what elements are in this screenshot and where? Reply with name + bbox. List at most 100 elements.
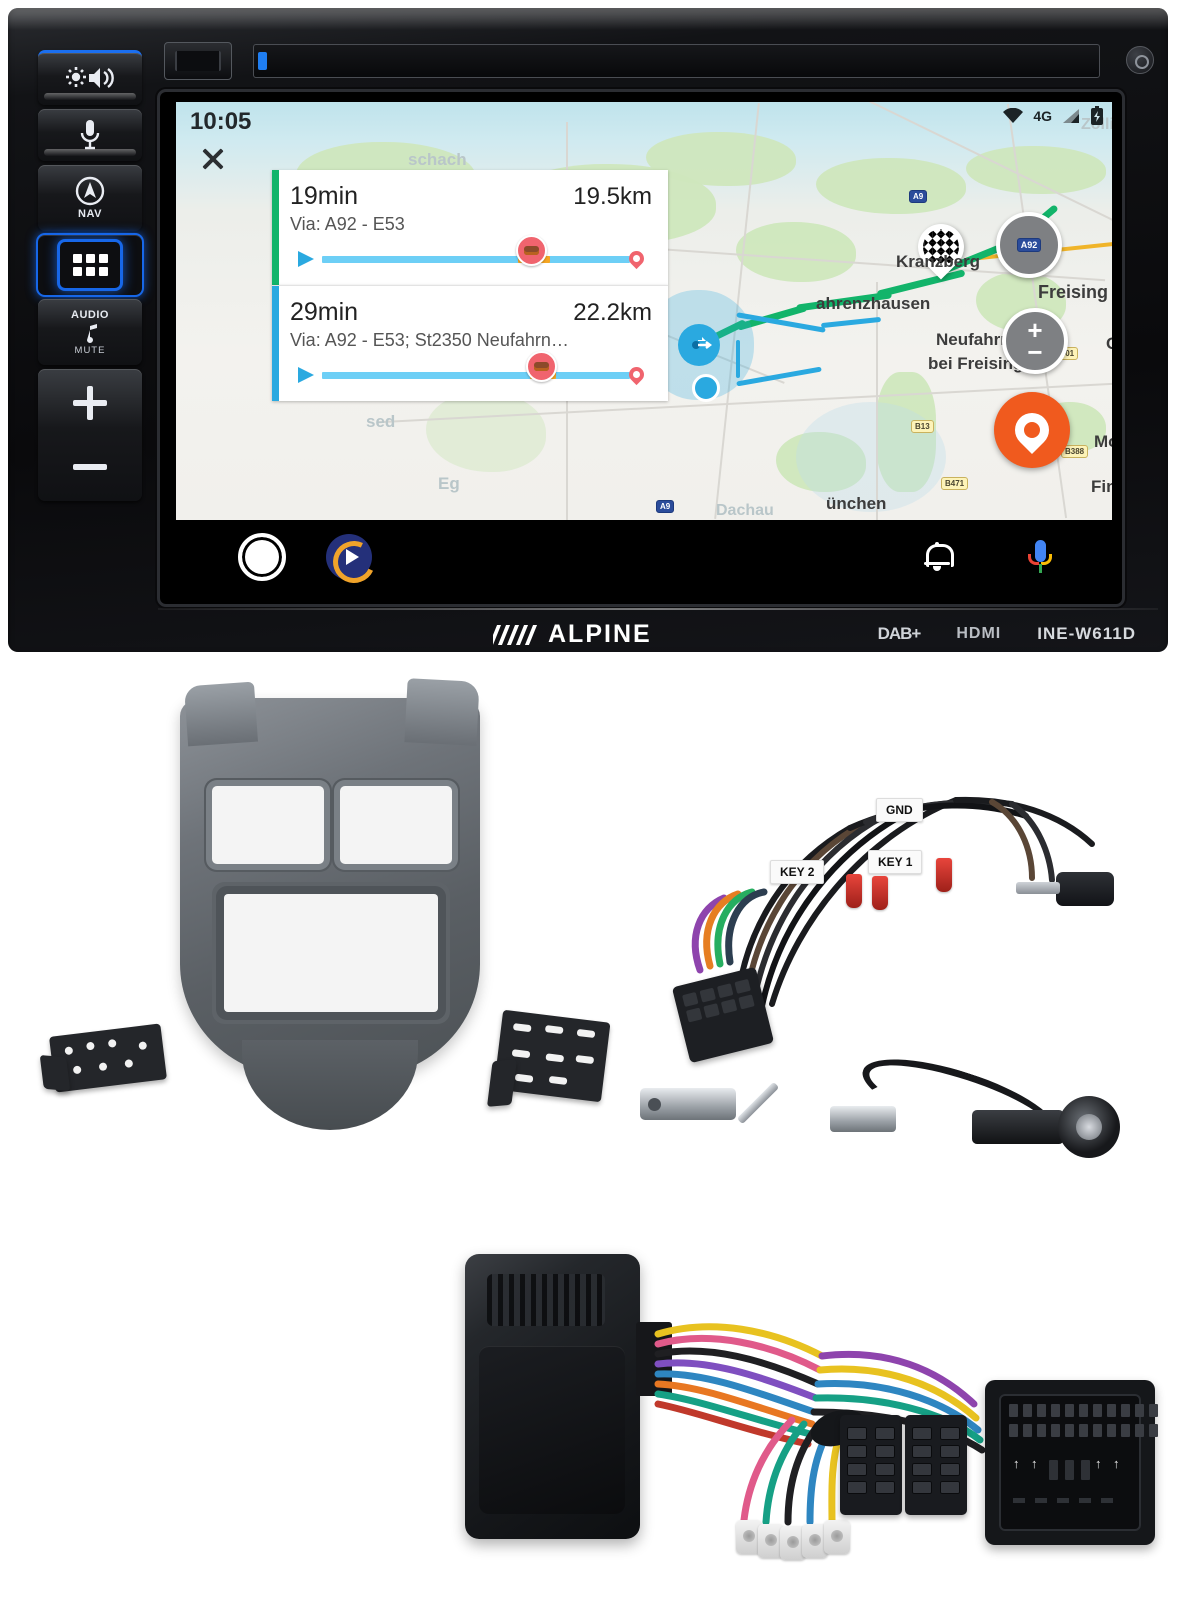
bare-wire-end-4: [802, 1524, 828, 1558]
bullet-connector-3: [936, 858, 952, 892]
fascia-vent-opening-left: [212, 786, 324, 864]
map-place-label: Eg: [438, 474, 460, 493]
road-shield-button[interactable]: A92: [996, 212, 1062, 278]
nav-button[interactable]: NAV: [38, 165, 142, 231]
app-play-triangle: [346, 549, 359, 565]
google-assistant-mic-icon[interactable]: [1028, 540, 1052, 574]
fascia-vent-opening-right: [340, 786, 452, 864]
bell-icon[interactable]: [924, 542, 954, 572]
music-note-icon: [87, 323, 97, 343]
location-pin-icon: [1007, 405, 1057, 455]
route-traffic-bar: [290, 351, 652, 387]
volume-up-icon[interactable]: [73, 386, 107, 420]
close-icon[interactable]: [200, 146, 226, 172]
map-place-label: sed: [366, 412, 396, 431]
quadlock-connector: ↑ ↑ ↑ ↑: [985, 1380, 1158, 1545]
bezel-gloss: [8, 8, 1168, 30]
map-road-shield: B471: [941, 477, 969, 490]
apps-grid-button[interactable]: [38, 235, 142, 295]
route-option-1[interactable]: 19min 19.5km Via: A92 - E53: [272, 170, 668, 285]
route-end-pin: [625, 247, 648, 270]
model-number-label: INE-W611D: [1037, 624, 1136, 643]
zoom-out-button[interactable]: −: [1027, 337, 1043, 367]
alpine-slashes-icon: [493, 624, 545, 645]
3-5mm-angled-jack: [1016, 866, 1114, 912]
eject-button[interactable]: [1126, 46, 1154, 74]
iso-power-connector: [840, 1415, 902, 1515]
microphone-icon: [80, 120, 100, 150]
volume-button[interactable]: [38, 369, 142, 501]
clock: 10:05: [190, 108, 252, 135]
traffic-incident-marker: [526, 351, 557, 382]
bezel-highlight-line: [158, 608, 1158, 610]
route-accent-bar: [272, 170, 279, 285]
route-distance: 19.5km: [573, 183, 652, 210]
key-gloss: [44, 149, 136, 156]
bullet-connector-2: [872, 876, 888, 910]
bullet-connector-1: [846, 874, 862, 908]
alpine-wordmark: ALPINE: [548, 620, 652, 648]
bare-wire-end-3: [780, 1526, 806, 1560]
display-audio-settings-button[interactable]: [38, 50, 142, 105]
map-road-shield: B388: [1061, 445, 1089, 458]
route-start-arrow: [298, 251, 314, 267]
map-place-label: Oberding: [1106, 334, 1112, 354]
steering-wheel-control-interface: [465, 1254, 640, 1539]
interface-face: [479, 1346, 625, 1514]
voice-mic-button[interactable]: [38, 109, 142, 161]
locate-button[interactable]: [994, 392, 1070, 468]
direction-arrow-icon: [692, 337, 712, 349]
nav-label: NAV: [78, 208, 102, 220]
nav-compass-icon: [75, 176, 105, 206]
disc-slot[interactable]: [253, 44, 1100, 78]
route-start-arrow: [298, 367, 314, 383]
map-view[interactable]: ZollingKranzbergFreisingahrenzhausenNeuf…: [176, 102, 1112, 520]
wire-label-key2: KEY 2: [770, 860, 825, 884]
fascia-horn-right: [404, 678, 480, 746]
din-antenna-adapter: [640, 1078, 790, 1130]
reset-slot: [164, 42, 232, 80]
brand-strip: ALPINE DAB+ HDMI INE-W611D: [158, 612, 1158, 654]
route-options-list: 19min 19.5km Via: A92 - E53: [272, 170, 668, 401]
disc-slot-indicator: [258, 52, 267, 70]
origin-dot: [692, 374, 720, 402]
dab-badge: DAB+: [877, 624, 922, 643]
audio-label: AUDIO: [71, 308, 109, 321]
route-option-2[interactable]: 29min 22.2km Via: A92 - E53; St2350 Neuf…: [272, 285, 668, 401]
zoom-in-button[interactable]: +: [1027, 315, 1043, 345]
route-track: [322, 372, 630, 379]
current-position-marker: [678, 324, 720, 366]
swc-interface-panel: ↑ ↑ ↑ ↑: [0, 1230, 1204, 1600]
head-unit-panel: NAV AUDIO MUTE: [0, 0, 1204, 660]
apps-grid-icon: [60, 242, 120, 288]
route-track: [322, 256, 630, 263]
traffic-incident-marker: [516, 235, 547, 266]
map-place-label: Moosinning: [1094, 432, 1112, 451]
bare-wire-end-2: [758, 1524, 784, 1558]
network-type-label: 4G: [1033, 108, 1052, 124]
road-badge-label: A92: [1016, 238, 1042, 252]
navigation-app-icon[interactable]: [326, 534, 381, 589]
home-circle-icon[interactable]: [238, 533, 286, 581]
side-bracket-left: [38, 1020, 168, 1104]
bare-wire-end-5: [824, 1520, 850, 1554]
wire-label-key1: KEY 1: [868, 850, 923, 874]
route-via: Via: A92 - E53: [290, 214, 405, 234]
feature-badges: DAB+ HDMI INE-W611D: [878, 624, 1136, 644]
quadlock-pin-cavity: ↑ ↑ ↑ ↑: [999, 1394, 1158, 1531]
map-place-label: Freising: [1038, 282, 1109, 302]
touchscreen[interactable]: ZollingKranzbergFreisingahrenzhausenNeuf…: [176, 102, 1112, 594]
volume-down-icon[interactable]: [73, 450, 107, 484]
route-via: Via: A92 - E53; St2350 Neufahrn…: [290, 330, 569, 350]
zoom-control[interactable]: + −: [1002, 308, 1068, 374]
battery-charging-icon: [1091, 106, 1103, 125]
hardkey-column: NAV AUDIO MUTE: [38, 50, 148, 630]
audio-mute-button[interactable]: AUDIO MUTE: [38, 299, 142, 365]
route-accent-bar: [272, 286, 279, 401]
side-bracket-right: [486, 1008, 612, 1120]
swc-patch-harness: GND KEY 1 KEY 2: [640, 758, 1120, 1078]
settings-speaker-icon: [66, 67, 114, 88]
map-place-label: schach: [408, 150, 467, 169]
route-distance: 22.2km: [573, 299, 652, 326]
